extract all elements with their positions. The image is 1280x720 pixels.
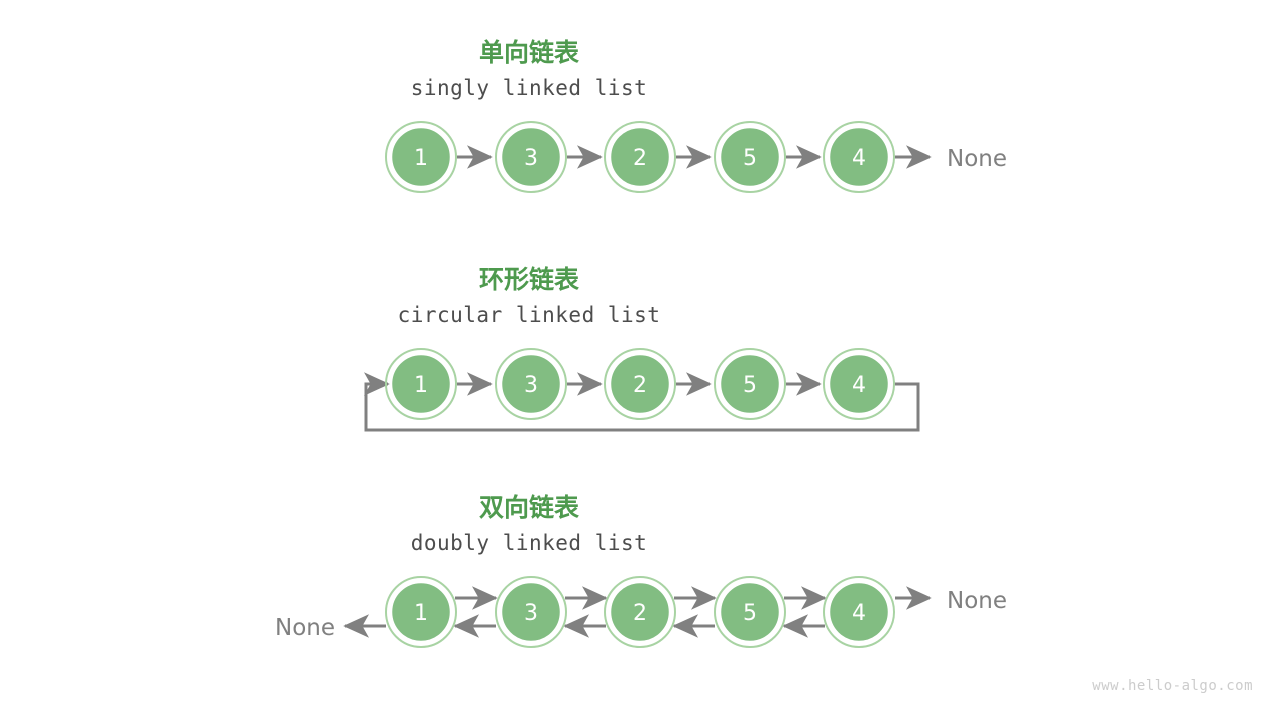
doubly-head-none-label: None — [275, 615, 335, 641]
section-title-cn-doubly: 双向链表 — [479, 493, 580, 522]
singly-node-1: 1 — [385, 121, 457, 193]
node-value: 2 — [633, 146, 647, 171]
node-value: 2 — [633, 601, 647, 626]
node-value: 2 — [633, 373, 647, 398]
section-title-en-singly: singly linked list — [411, 76, 648, 100]
section-title-en-doubly: doubly linked list — [411, 531, 648, 555]
node-value: 3 — [524, 601, 538, 626]
node-value: 1 — [414, 146, 428, 171]
section-title-cn-singly: 单向链表 — [479, 38, 580, 67]
doubly-node-4: 5 — [714, 576, 786, 648]
node-value: 4 — [852, 373, 866, 398]
circular-node-3: 2 — [604, 348, 676, 420]
node-value: 1 — [414, 373, 428, 398]
section-title-cn-circular: 环形链表 — [479, 265, 580, 294]
node-value: 3 — [524, 146, 538, 171]
doubly-node-1: 1 — [385, 576, 457, 648]
singly-node-3: 2 — [604, 121, 676, 193]
node-value: 5 — [743, 601, 757, 626]
node-value: 5 — [743, 373, 757, 398]
node-value: 4 — [852, 601, 866, 626]
node-value: 5 — [743, 146, 757, 171]
watermark-label: www.hello-algo.com — [1092, 678, 1253, 694]
section-singly: 单向链表 singly linked list 1 3 2 — [385, 38, 1007, 193]
circular-loopback-path — [364, 372, 920, 432]
node-value: 1 — [414, 601, 428, 626]
doubly-node-3: 2 — [604, 576, 676, 648]
section-doubly: 双向链表 doubly linked list 1 3 — [275, 493, 1007, 648]
circular-node-4: 5 — [714, 348, 786, 420]
doubly-tail-none-label: None — [947, 588, 1007, 614]
singly-tail-none-label: None — [947, 146, 1007, 172]
section-circular: 环形链表 circular linked list 1 3 2 — [364, 265, 920, 432]
singly-node-5: 4 — [823, 121, 895, 193]
circular-node-5: 4 — [823, 348, 895, 420]
doubly-node-5: 4 — [823, 576, 895, 648]
circular-node-2: 3 — [495, 348, 567, 420]
node-value: 3 — [524, 373, 538, 398]
node-value: 4 — [852, 146, 866, 171]
doubly-node-2: 3 — [495, 576, 567, 648]
circular-node-1: 1 — [385, 348, 457, 420]
singly-node-2: 3 — [495, 121, 567, 193]
section-title-en-circular: circular linked list — [398, 303, 661, 327]
singly-node-4: 5 — [714, 121, 786, 193]
